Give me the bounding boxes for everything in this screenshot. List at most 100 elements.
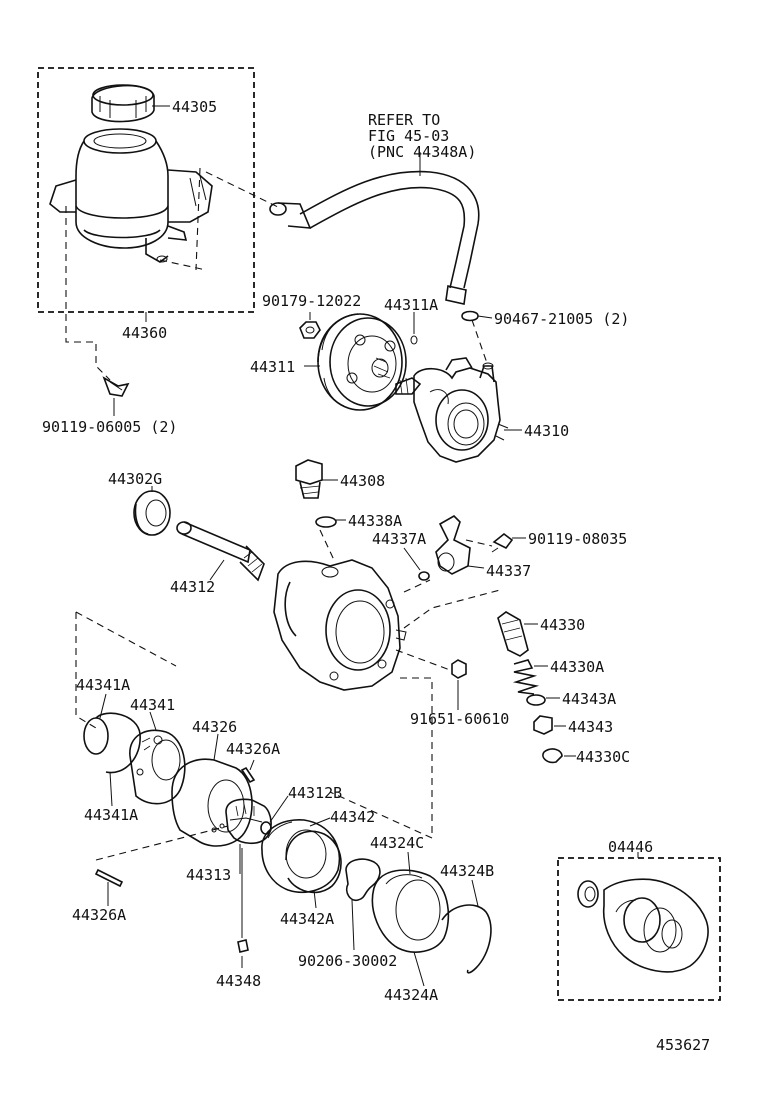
label-44341A-bot: 44341A (84, 806, 138, 824)
label-44360: 44360 (122, 324, 167, 342)
reservoir-cap-part (91, 84, 155, 123)
o-ring-44343A-part (526, 694, 546, 706)
dash-hose-to-pump (471, 319, 489, 367)
leader-44337A (403, 547, 421, 571)
dash-assembly-outline-bottom (95, 825, 229, 861)
label-44337A: 44337A (372, 530, 426, 548)
label-44343A: 44343A (562, 690, 616, 708)
dash-union-to-housing (403, 579, 431, 593)
o-ring-44338A-part (315, 516, 337, 528)
label-44330C: 44330C (576, 748, 630, 766)
plug-44343-part (533, 715, 553, 735)
flow-control-valve-44308-part (295, 459, 323, 499)
label-44338A: 44338A (348, 512, 402, 530)
spring-44330A-part (512, 659, 540, 695)
dash-union-bolt (465, 539, 493, 547)
label-90206-30002: 90206-30002 (298, 952, 397, 970)
rear-cover-44324C-part (371, 869, 450, 953)
leader-44312B (269, 795, 289, 823)
label-90179-12022: 90179-12022 (262, 292, 361, 310)
oil-seal-44302G-part (133, 490, 171, 536)
leader-44326A-top (249, 759, 255, 771)
nut-90179-12022-part (299, 321, 321, 339)
gasket-90206-30002-part (345, 858, 381, 902)
dash-housing-to-plug (395, 649, 451, 671)
front-plate-44341-part (129, 729, 186, 805)
reservoir-tank-part (49, 128, 213, 263)
label-44326A-top: 44326A (226, 740, 280, 758)
label-44326: 44326 (192, 718, 237, 736)
pump-shaft-part (176, 521, 265, 582)
label-04446: 04446 (608, 838, 653, 856)
pulley-part (317, 313, 407, 411)
o-ring-44337A-part (418, 571, 430, 581)
leader-44312 (209, 559, 225, 581)
label-44311: 44311 (250, 358, 295, 376)
union-44337-part (435, 515, 471, 575)
label-90119-08035: 90119-08035 (528, 530, 627, 548)
gasket-kit-boundary (557, 857, 721, 1001)
leader-44342 (309, 817, 331, 827)
leader-44324C (407, 851, 411, 875)
label-44342A: 44342A (280, 910, 334, 928)
label-44337: 44337 (486, 562, 531, 580)
label-91651-60610: 91651-60610 (410, 710, 509, 728)
bolt-90119-08035-part (491, 532, 514, 553)
leader-44341A-top (99, 693, 107, 719)
gasket-kit-04446-group (557, 852, 721, 1001)
label-44330: 44330 (540, 616, 585, 634)
leader-44342A (313, 889, 317, 909)
label-44313: 44313 (186, 866, 231, 884)
dash-assembly-outline-top (75, 611, 177, 667)
dash-housing-to-valve (403, 589, 501, 629)
leader-44324A (413, 951, 425, 987)
label-44330A: 44330A (550, 658, 604, 676)
dash-tank-to-hose-lower (159, 259, 207, 271)
plug-91651-60610-part (451, 659, 467, 679)
pump-assembly-part (395, 357, 509, 463)
leader-44324B (471, 879, 479, 907)
leader-90206 (351, 899, 355, 951)
leader-44341A-bot (109, 771, 113, 807)
label-44311A: 44311A (384, 296, 438, 314)
refer-to-line1: REFER TO (368, 111, 440, 129)
label-44308: 44308 (340, 472, 385, 490)
label-90119-06005: 90119-06005 (2) (42, 418, 177, 436)
label-44312: 44312 (170, 578, 215, 596)
key-44311A-part (410, 335, 418, 345)
label-44312B: 44312B (288, 784, 342, 802)
label-44324C: 44324C (370, 834, 424, 852)
label-44302G: 44302G (108, 470, 162, 488)
rotor-44313-part (225, 798, 272, 845)
o-ring-44342A-part (285, 830, 342, 894)
leader-44337 (467, 565, 485, 569)
pump-housing-part (273, 559, 407, 691)
label-44348: 44348 (216, 972, 261, 990)
label-44305: 44305 (172, 98, 217, 116)
snap-ring-44324B-part (441, 904, 492, 974)
label-44326A-bot: 44326A (72, 906, 126, 924)
leader-44341 (149, 711, 157, 731)
label-44341: 44341 (130, 696, 175, 714)
dash-tank-to-hose (205, 171, 281, 209)
label-44343: 44343 (568, 718, 613, 736)
label-44342: 44342 (330, 808, 375, 826)
label-44324B: 44324B (440, 862, 494, 880)
dash-tank-bracket (195, 167, 201, 271)
leader-44326 (213, 733, 219, 761)
label-44310: 44310 (524, 422, 569, 440)
refer-to-line3: (PNC 44348A) (368, 143, 476, 161)
dash-assembly-outline-right (329, 677, 433, 839)
reference-number: 453627 (656, 1036, 710, 1054)
pin-44326A-bottom-part (94, 868, 124, 888)
snap-ring-44330C-part (542, 748, 563, 764)
snap-ring-44312B-part (260, 821, 272, 835)
reservoir-assembly-group (37, 67, 281, 322)
suction-hose-part (269, 170, 493, 322)
vane-44348-part (237, 939, 249, 953)
bolt-90119-06005-part (102, 376, 130, 397)
valve-spool-44330-part (497, 611, 529, 657)
label-44341A-top: 44341A (76, 676, 130, 694)
label-44324A: 44324A (384, 986, 438, 1004)
